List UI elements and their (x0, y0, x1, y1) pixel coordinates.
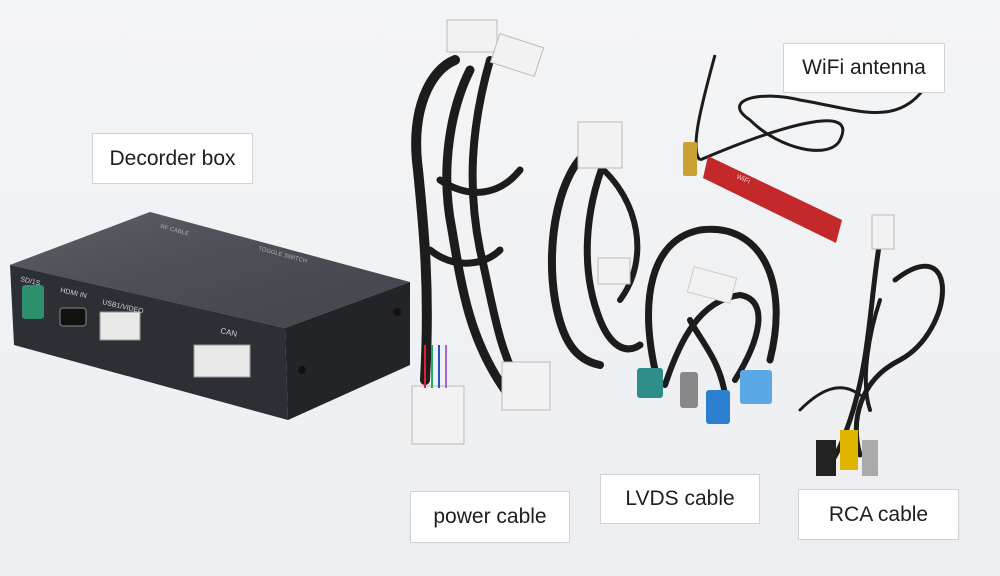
label-decoder-box: Decorder box (92, 133, 253, 184)
fakra-port (22, 285, 44, 319)
decoder-box: SD/1S HDMI IN USB1/VIDEO CAN RF CABLE TO… (10, 212, 410, 420)
label-wifi-antenna: WiFi antenna (783, 43, 945, 93)
power-cable (411, 55, 524, 395)
hdmi-port (59, 307, 87, 327)
rca-cable (798, 237, 945, 473)
label-lvds-cable: LVDS cable (600, 474, 760, 524)
lvds-cable (645, 225, 780, 398)
lvds-connectors (637, 266, 772, 424)
usb-video-port (99, 311, 141, 341)
wifi-antenna: WiFi (683, 54, 932, 243)
can-port (193, 344, 251, 378)
toggle-hole (393, 308, 401, 316)
rca-connectors (816, 214, 895, 476)
port-label-4: CAN (220, 326, 239, 339)
middle-harness (547, 146, 644, 369)
label-rca-cable: RCA cable (798, 489, 959, 540)
label-power-cable: power cable (410, 491, 570, 543)
power-connectors (411, 19, 551, 445)
port-label-1: SD/1S (20, 276, 42, 287)
middle-connectors (577, 121, 631, 285)
